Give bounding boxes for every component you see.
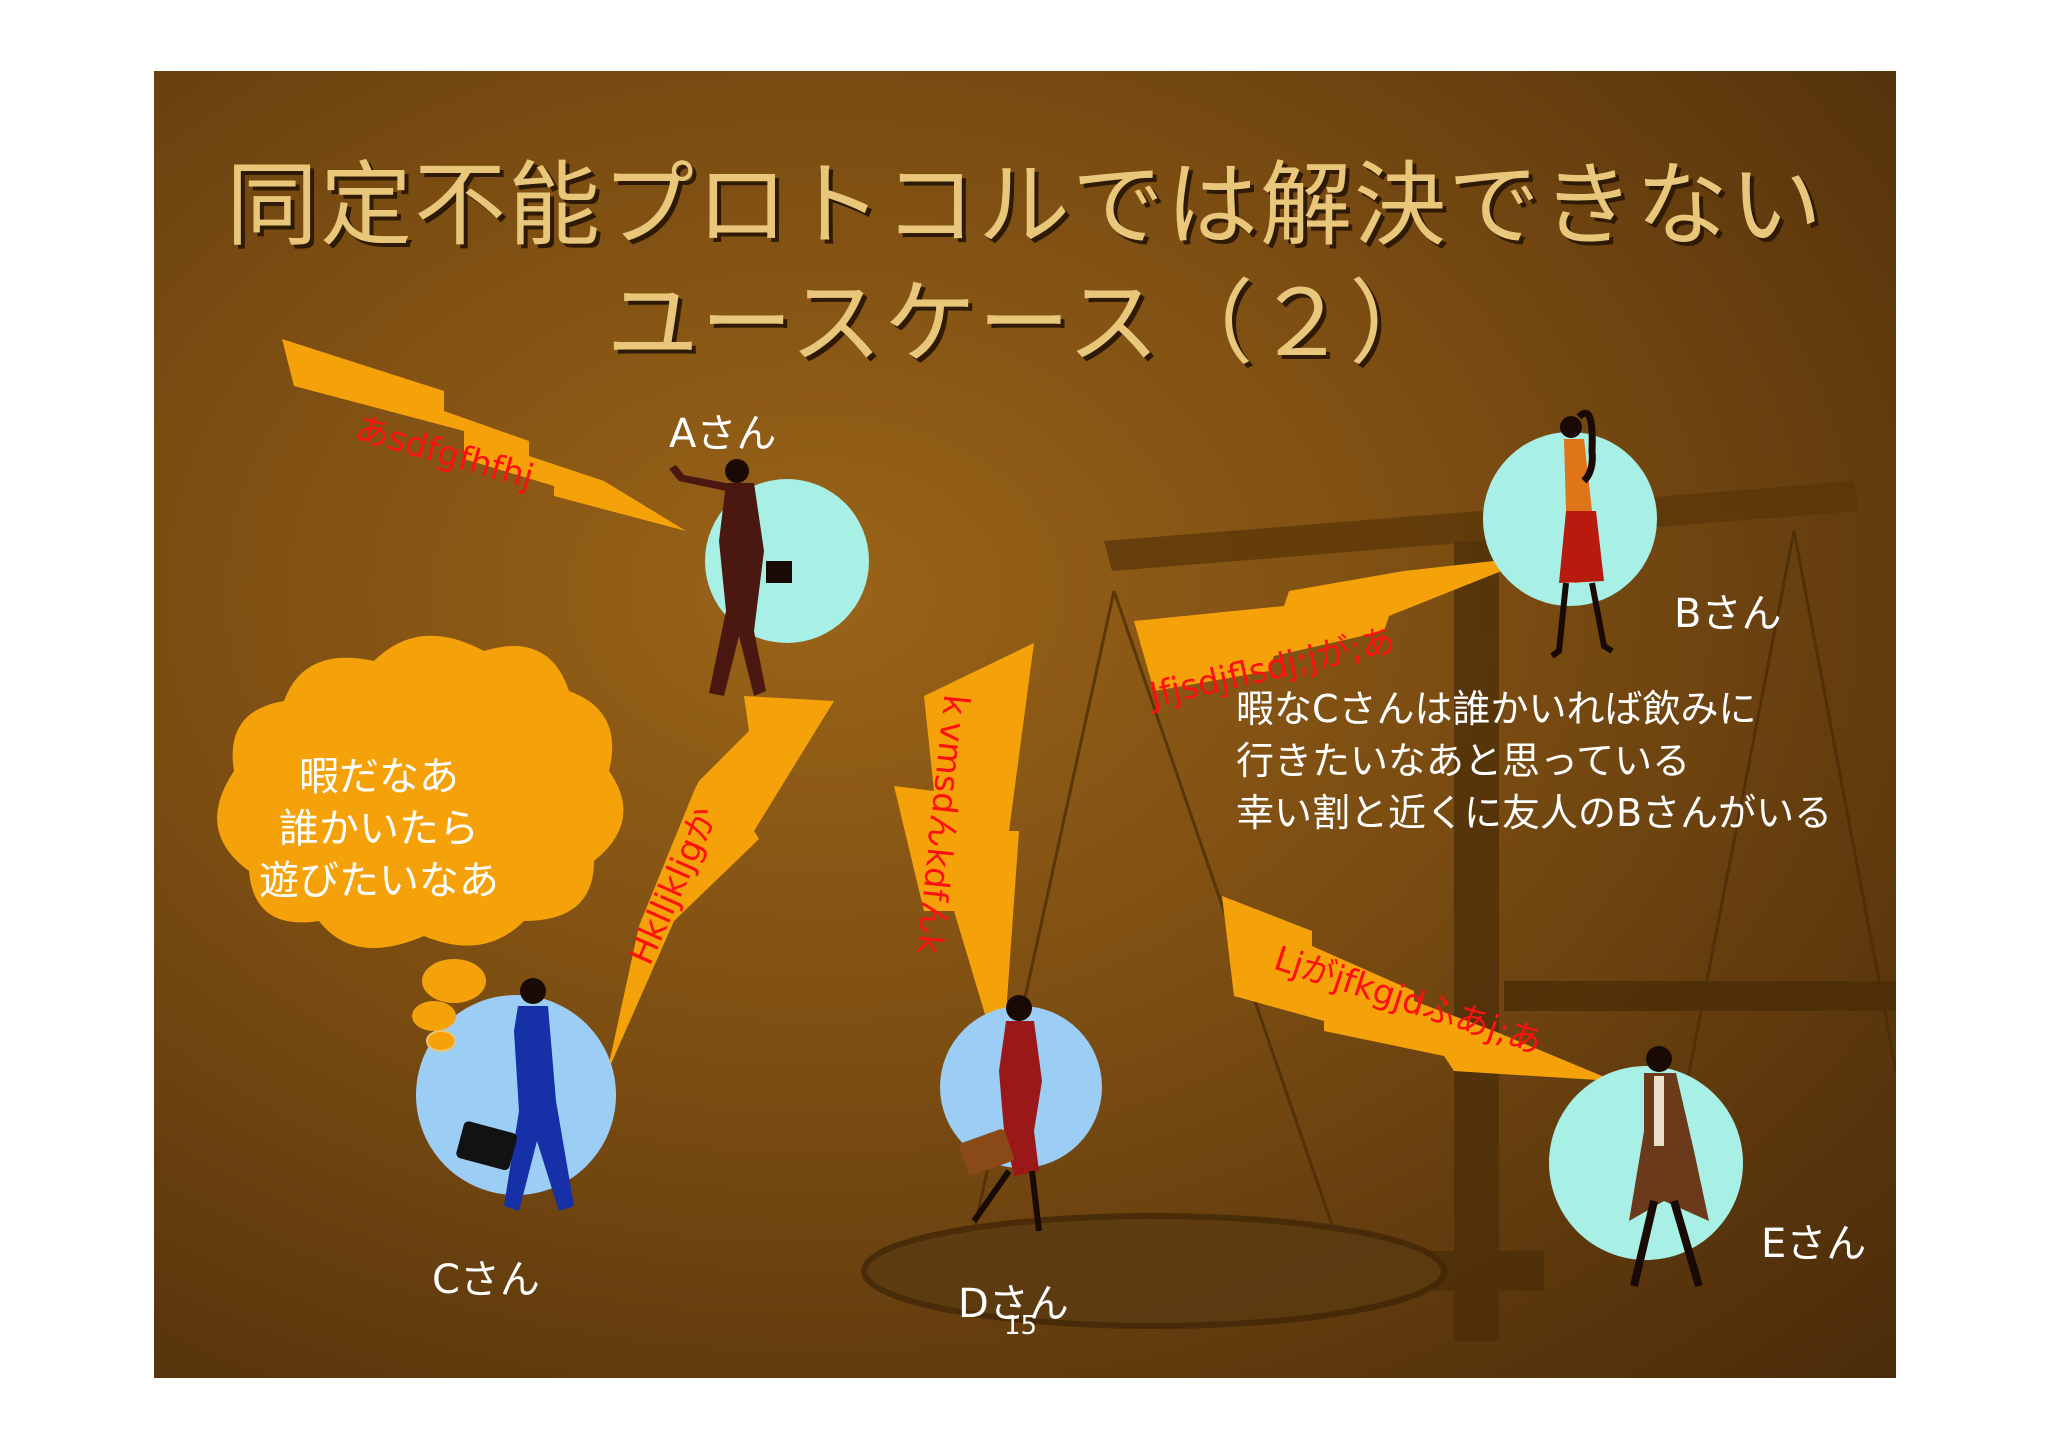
person-e-label: Eさん: [1761, 1221, 1867, 1267]
person-a-label: Aさん: [669, 411, 777, 457]
thought-bubble-text: 暇だなあ 誰かいたら 遊びたいなあ: [209, 751, 549, 907]
thought-line: 誰かいたら: [279, 806, 479, 852]
person-b-silhouette: [1550, 409, 1614, 659]
person-e-silhouette: [1629, 1046, 1709, 1288]
slide-title-line2: ユースケース（２）: [606, 270, 1444, 377]
thought-bubble: [217, 635, 624, 1052]
description-line: 行きたいなあと思っている: [1236, 739, 1691, 783]
person-b-label: Bさん: [1674, 591, 1782, 637]
slide: 同定不能プロトコルでは解決できない ユースケース（２） あsdfgfhfhj J…: [154, 71, 1896, 1378]
message-bolt-b: [1134, 556, 1539, 691]
page-number: 15: [1004, 1311, 1038, 1341]
slide-title-line1: 同定不能プロトコルでは解決できない: [225, 152, 1824, 259]
message-bolt-e: [1222, 896, 1614, 1081]
scale-illustration: [861, 481, 1896, 1341]
message-bolt-a: [282, 339, 686, 531]
person-d-label: Dさん: [958, 1281, 1069, 1327]
thought-line: 暇だなあ: [299, 754, 459, 800]
thought-line: 遊びたいなあ: [259, 858, 499, 904]
message-bolt-d: [894, 643, 1034, 1071]
description-line: 暇なCさんは誰かいれば飲みに: [1236, 687, 1757, 731]
message-bolt-c: [607, 696, 834, 1073]
description-line: 幸い割と近くに友人のBさんがいる: [1236, 791, 1833, 835]
person-d-silhouette: [959, 995, 1042, 1232]
person-a-silhouette: [669, 459, 792, 696]
person-c-label: Cさん: [432, 1257, 540, 1303]
person-c-silhouette: [456, 978, 574, 1211]
scenario-description: 暇なCさんは誰かいれば飲みに 行きたいなあと思っている 幸い割と近くに友人のBさ…: [1236, 683, 1832, 839]
slide-artwork: [217, 339, 1896, 1341]
